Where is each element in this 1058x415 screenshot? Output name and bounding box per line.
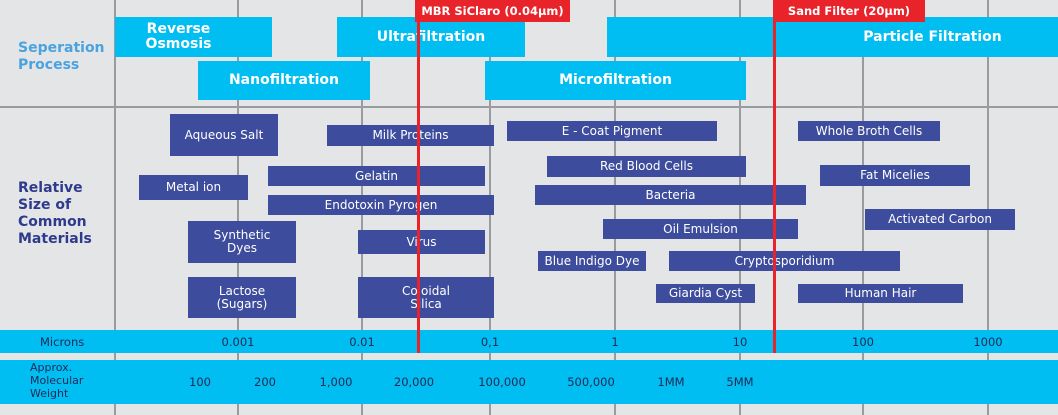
mw-tick: 1MM (657, 375, 685, 389)
material-synthetic-dyes: Synthetic Dyes (188, 221, 296, 263)
sand-filter-marker-line (773, 0, 776, 353)
grid-line (739, 0, 741, 415)
micron-tick: 0.001 (221, 334, 255, 349)
micron-tick: 0,1 (480, 334, 500, 349)
mw-label: Approx. Molecular Weight (30, 361, 84, 400)
grid-line (237, 0, 239, 415)
grid-line (862, 0, 864, 415)
material-whole-broth-cells: Whole Broth Cells (798, 121, 940, 141)
material-cryptosporidium: Cryptosporidium (669, 251, 900, 271)
material-bacteria: Bacteria (535, 185, 806, 205)
grid-line (987, 0, 989, 415)
mw-tick: 500,000 (567, 375, 615, 389)
mw-tick: 100,000 (478, 375, 526, 389)
grid-line (614, 0, 616, 415)
micron-tick: 1 (611, 334, 619, 349)
micron-tick: 100 (852, 334, 874, 349)
material-lactose: Lactose (Sugars) (188, 277, 296, 318)
material-milk-proteins: Milk Proteins (327, 125, 494, 146)
separation-process-label: Seperation Process (18, 40, 105, 73)
material-red-blood-cells: Red Blood Cells (547, 156, 746, 177)
relative-size-label: Relative Size of Common Materials (18, 180, 92, 247)
mbr-marker-label: MBR SiClaro (0.04µm) (415, 0, 570, 22)
mw-tick: 5MM (726, 375, 754, 389)
mbr-marker-line (417, 0, 420, 353)
section-divider (0, 106, 1058, 108)
process-microfiltration: Microfiltration (485, 61, 746, 100)
material-aqueous-salt: Aqueous Salt (170, 114, 278, 156)
material-coloidal-silica: Coloidal Silica (358, 277, 494, 318)
molecular-weight-band: Approx. Molecular Weight 100 200 1,000 2… (0, 360, 1058, 404)
material-endotoxin-pyrogen: Endotoxin Pyrogen (268, 195, 494, 215)
grid-line (114, 0, 116, 415)
micron-tick: 0.01 (349, 334, 375, 349)
mw-tick: 100 (189, 375, 211, 389)
material-virus: Virus (358, 230, 485, 254)
process-reverse-osmosis: Reverse Osmosis (115, 17, 272, 57)
material-human-hair: Human Hair (798, 284, 963, 303)
micron-tick: 10 (732, 334, 748, 349)
microns-label: Microns (40, 334, 85, 349)
material-fat-micelies: Fat Micelies (820, 165, 970, 186)
process-particle-filtration: Particle Filtration (607, 17, 1058, 57)
microns-band: Microns 0.001 0.01 0,1 1 10 100 1000 (0, 330, 1058, 353)
mw-tick: 200 (254, 375, 276, 389)
micron-tick: 1000 (973, 334, 1003, 349)
material-metal-ion: Metal ion (139, 175, 248, 200)
material-oil-emulsion: Oil Emulsion (603, 219, 798, 239)
material-activated-carbon: Activated Carbon (865, 209, 1015, 230)
mw-tick: 20,000 (393, 375, 435, 389)
material-blue-indigo-dye: Blue Indigo Dye (538, 251, 646, 271)
mw-tick: 1,000 (319, 375, 353, 389)
sand-filter-marker-label: Sand Filter (20µm) (773, 0, 925, 22)
process-ultrafiltration: Ultrafiltration (337, 17, 525, 57)
process-nanofiltration: Nanofiltration (198, 61, 370, 100)
material-gelatin: Gelatin (268, 166, 485, 186)
material-e-coat-pigment: E - Coat Pigment (507, 121, 717, 141)
material-giardia-cyst: Giardia Cyst (656, 284, 755, 303)
